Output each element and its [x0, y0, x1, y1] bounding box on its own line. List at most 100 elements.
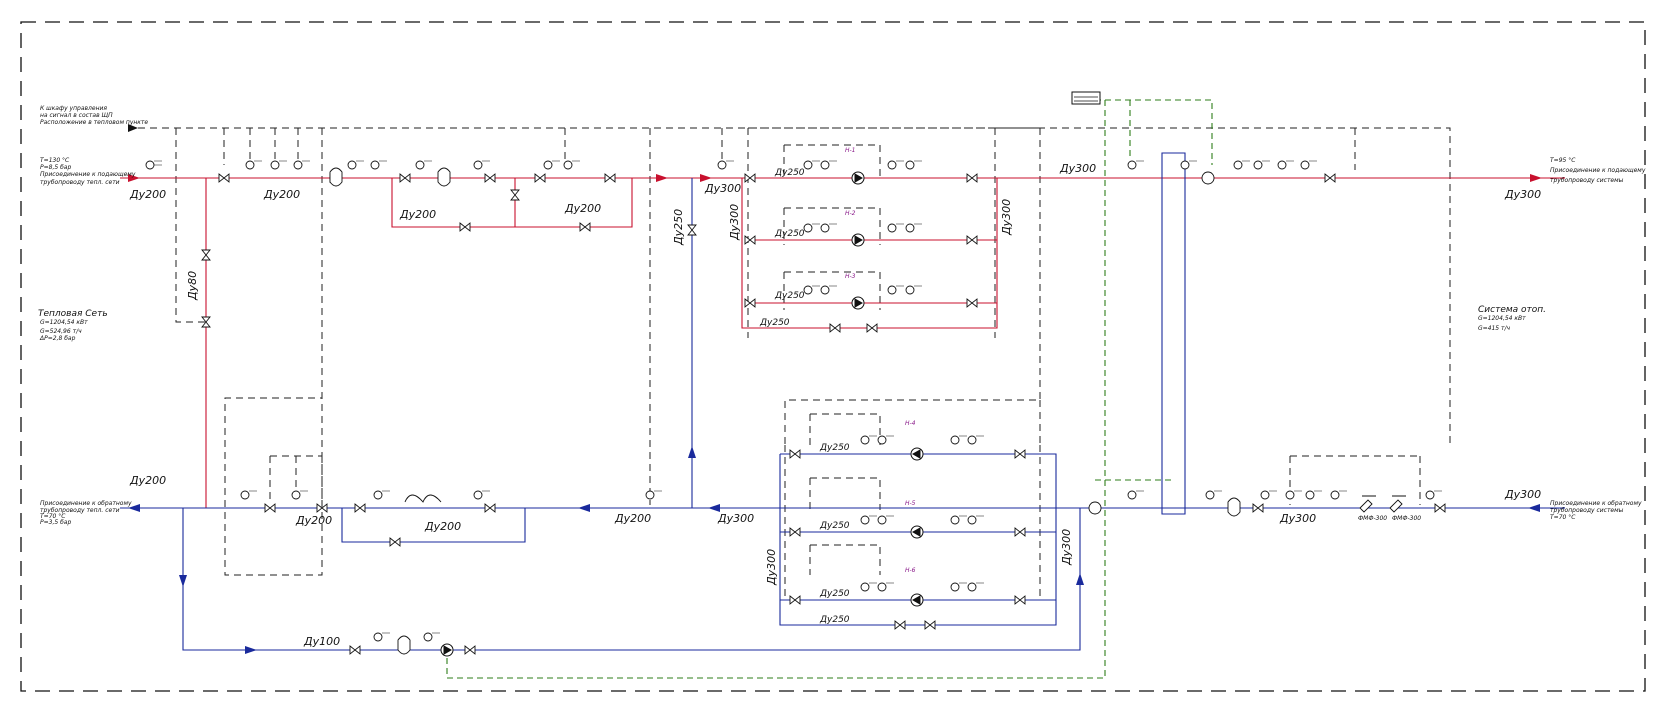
label-du300-vertical-3: Ду300: [765, 549, 778, 586]
pump-tag-5: Н-5: [905, 500, 916, 507]
pumps: [440, 171, 924, 657]
return-out-note: Присоединение к обратному трубопроводу т…: [40, 500, 132, 526]
return-in-note: Присоединение к обратному трубопроводу с…: [1550, 500, 1642, 521]
svg-text:Присоединение к обратному: Присоединение к обратному: [40, 500, 132, 507]
arrow-return-mid: [578, 504, 590, 512]
svg-text:на сигнал в состав ЩП: на сигнал в состав ЩП: [40, 112, 113, 119]
pump-5: [910, 525, 924, 539]
label-du250-8: Ду250: [819, 615, 850, 625]
control-panel: [1071, 91, 1101, 105]
svg-text:трубопроводу тепл. сети: трубопроводу тепл. сети: [40, 507, 120, 514]
svg-text:P=8,5 бар: P=8,5 бар: [40, 164, 71, 171]
arrow-return-mid2: [708, 504, 720, 512]
supply-pipes: [120, 177, 1565, 508]
arrow-bottom: [245, 646, 257, 654]
label-du300-2: Ду300: [1059, 162, 1096, 175]
label-du300-vertical-4: Ду300: [1060, 529, 1073, 566]
pump-3: [851, 296, 865, 310]
filter-label-2: ФМФ-300: [1392, 515, 1421, 522]
arrow-bypass-up: [1076, 573, 1084, 585]
svg-text:К шкафу управления: К шкафу управления: [40, 105, 107, 112]
label-du80: Ду80: [186, 271, 199, 301]
label-du300-6: Ду300: [1504, 488, 1541, 501]
pump-tag-2: Н-2: [845, 210, 856, 217]
signal-lines: [446, 99, 1213, 679]
heating-system-title: Система отоп.: [1478, 305, 1546, 315]
label-du200-7: Ду200: [424, 520, 461, 533]
label-du200-4: Ду200: [564, 202, 601, 215]
svg-text:Присоединение к подающему: Присоединение к подающему: [1550, 167, 1646, 174]
svg-text:Присоединение к обратному: Присоединение к обратному: [1550, 500, 1642, 507]
drawing-frame: [20, 21, 1646, 692]
network-title: Тепловая Сеть: [38, 309, 108, 319]
pump-1: [851, 171, 865, 185]
label-du300-vertical-1: Ду300: [728, 204, 741, 241]
label-du200-8: Ду200: [614, 512, 651, 525]
drain-arrow: [128, 124, 138, 132]
label-du200-6: Ду200: [295, 514, 332, 527]
pump-6: [910, 593, 924, 607]
arrow-vertical-up: [688, 446, 696, 458]
pipe-labels: Ду200 Ду200 Ду200 Ду200 Ду300 Ду250 Ду25…: [129, 162, 1541, 648]
svg-text:трубопроводу системы: трубопроводу системы: [1550, 507, 1624, 514]
pump-tag-1: Н-1: [845, 147, 856, 154]
svg-text:Расположение в тепловом пункте: Расположение в тепловом пункте: [40, 119, 148, 126]
control-valves: [329, 167, 1241, 655]
label-du250-6: Ду250: [819, 521, 850, 531]
instruments: [145, 160, 1435, 642]
label-du100: Ду100: [303, 635, 340, 648]
pump-4: [910, 447, 924, 461]
label-du300-4: Ду300: [717, 512, 754, 525]
pump-2: [851, 233, 865, 247]
label-du250-3: Ду250: [774, 291, 805, 301]
svg-text:G=1204,54 кВт: G=1204,54 кВт: [1478, 315, 1526, 322]
heating-system-block: Система отоп. G=1204,54 кВт G=415 т/ч: [1478, 305, 1546, 332]
svg-text:T=70 °C: T=70 °C: [40, 513, 66, 520]
pump-tag-6: Н-6: [905, 567, 916, 574]
label-du300-vertical-2: Ду300: [1000, 199, 1013, 236]
label-du300-3: Ду300: [1504, 188, 1541, 201]
label-du200-3: Ду200: [399, 208, 436, 221]
arrow-supply-mid: [656, 174, 668, 182]
svg-text:P=3,5 бар: P=3,5 бар: [40, 519, 71, 526]
flow-arrows: [128, 174, 1542, 654]
svg-text:Присоединение к подающему: Присоединение к подающему: [40, 171, 136, 178]
makeup-pump: [440, 643, 454, 657]
svg-text:G=415 т/ч: G=415 т/ч: [1478, 325, 1511, 332]
svg-text:трубопроводу тепл. сети: трубопроводу тепл. сети: [40, 179, 120, 186]
label-du250-2: Ду250: [774, 229, 805, 239]
svg-text:трубопроводу системы: трубопроводу системы: [1550, 177, 1624, 184]
svg-text:T=70 °C: T=70 °C: [1550, 514, 1576, 521]
svg-text:G=524,96 т/ч: G=524,96 т/ч: [40, 328, 82, 335]
svg-text:T=130 °C: T=130 °C: [40, 157, 70, 164]
svg-text:G=1204,54 кВт: G=1204,54 кВт: [40, 319, 88, 326]
valves: [201, 173, 1446, 655]
label-du250-vertical: Ду250: [672, 209, 685, 246]
arrow-down: [179, 575, 187, 587]
pump-tag-4: Н-4: [905, 420, 916, 427]
label-du250-4: Ду250: [759, 318, 790, 328]
arrow-supply-mid2: [700, 174, 712, 182]
label-du200-2: Ду200: [263, 188, 300, 201]
drain-note: К шкафу управления на сигнал в состав ЩП…: [40, 105, 148, 126]
arrow-return-out: [128, 504, 140, 512]
return-pipes: [120, 152, 1565, 651]
filter-label-1: ФМФ-300: [1358, 515, 1387, 522]
supply-in-note: T=130 °C P=8,5 бар Присоединение к подаю…: [40, 157, 136, 186]
instrument-tags: [154, 160, 1442, 634]
label-du250-7: Ду250: [819, 589, 850, 599]
pump-tags: Н-1 Н-2 Н-3 Н-4 Н-5 Н-6: [845, 147, 916, 574]
control-wiring: [138, 127, 1451, 600]
label-du200-1: Ду200: [129, 188, 166, 201]
supply-out-note: T=95 °C Присоединение к подающему трубоп…: [1550, 157, 1646, 184]
arrow-supply-out: [1530, 174, 1542, 182]
arrow-return-in: [1528, 504, 1540, 512]
label-du250-5: Ду250: [819, 443, 850, 453]
arrow-supply-in: [128, 174, 140, 182]
svg-text:ΔP=2,8 бар: ΔP=2,8 бар: [39, 335, 76, 342]
label-du300-5: Ду300: [1279, 512, 1316, 525]
label-du300-1: Ду300: [704, 182, 741, 195]
label-du200-5: Ду200: [129, 474, 166, 487]
